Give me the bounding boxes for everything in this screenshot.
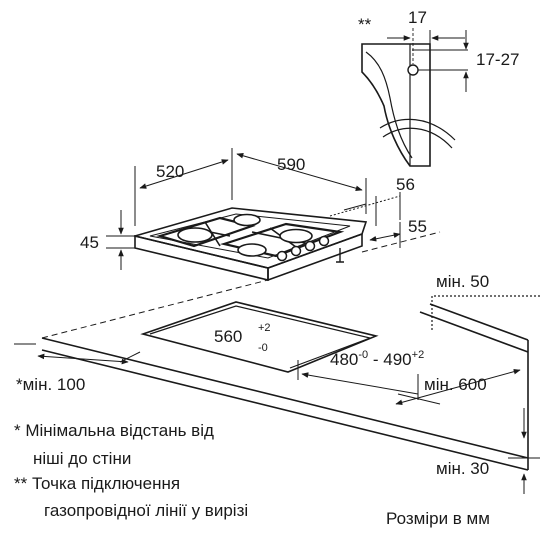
burner-3 (279, 228, 313, 244)
cutout-depth-label: 480-0 - 490+2 (330, 349, 424, 369)
bracket-width-label: 17 (408, 8, 427, 27)
note-1-line-2: ніші до стіни (33, 449, 131, 468)
cutout-width-tol-upper: +2 (258, 322, 271, 334)
note-2-line-2: газопровідної лінії у вирізі (44, 501, 248, 520)
gas-connection-point (407, 64, 419, 76)
burner-2 (233, 213, 261, 227)
burner-1 (177, 227, 213, 243)
side-clearance-label: *мін. 100 (16, 375, 85, 394)
under-clearance-label: мін. 30 (436, 459, 489, 478)
note-2-line-1: ** Точка підключення (14, 474, 180, 493)
knob-4 (318, 235, 330, 247)
cutout-outline (140, 301, 379, 373)
bracket-marker: ** (358, 15, 372, 34)
front-clearance-label: мін. 600 (424, 375, 487, 394)
notes: * Мінімальна відстань від ніші до стіни … (14, 421, 248, 520)
knob-2 (290, 245, 302, 257)
note-1-line-1: * Мінімальна відстань від (14, 421, 214, 440)
burner-4 (237, 243, 267, 257)
units-note: Розміри в мм (386, 509, 490, 528)
hob-width-label: 590 (277, 155, 305, 174)
rear-clearance-label: мін. 50 (436, 272, 489, 291)
hob (131, 207, 368, 282)
cutout-width-tol-lower: -0 (258, 342, 268, 354)
hob-side-offset-label: 56 (396, 175, 415, 194)
cutout-width-label: 560 (214, 327, 242, 346)
knob-1 (276, 250, 288, 262)
hob-depth-label: 520 (156, 162, 184, 181)
bracket-detail: ** 17 17-27 (358, 8, 519, 167)
hob-side-depth-label: 55 (408, 217, 427, 236)
hob-dimensions: 520 590 45 56 55 (80, 148, 427, 270)
hob-height-label: 45 (80, 233, 99, 252)
bracket-height-label: 17-27 (476, 50, 519, 69)
knob-3 (304, 240, 316, 252)
worktop-dimensions: мін. 50 560 +2 -0 480-0 - 490+2 *мін. 10… (14, 272, 540, 494)
